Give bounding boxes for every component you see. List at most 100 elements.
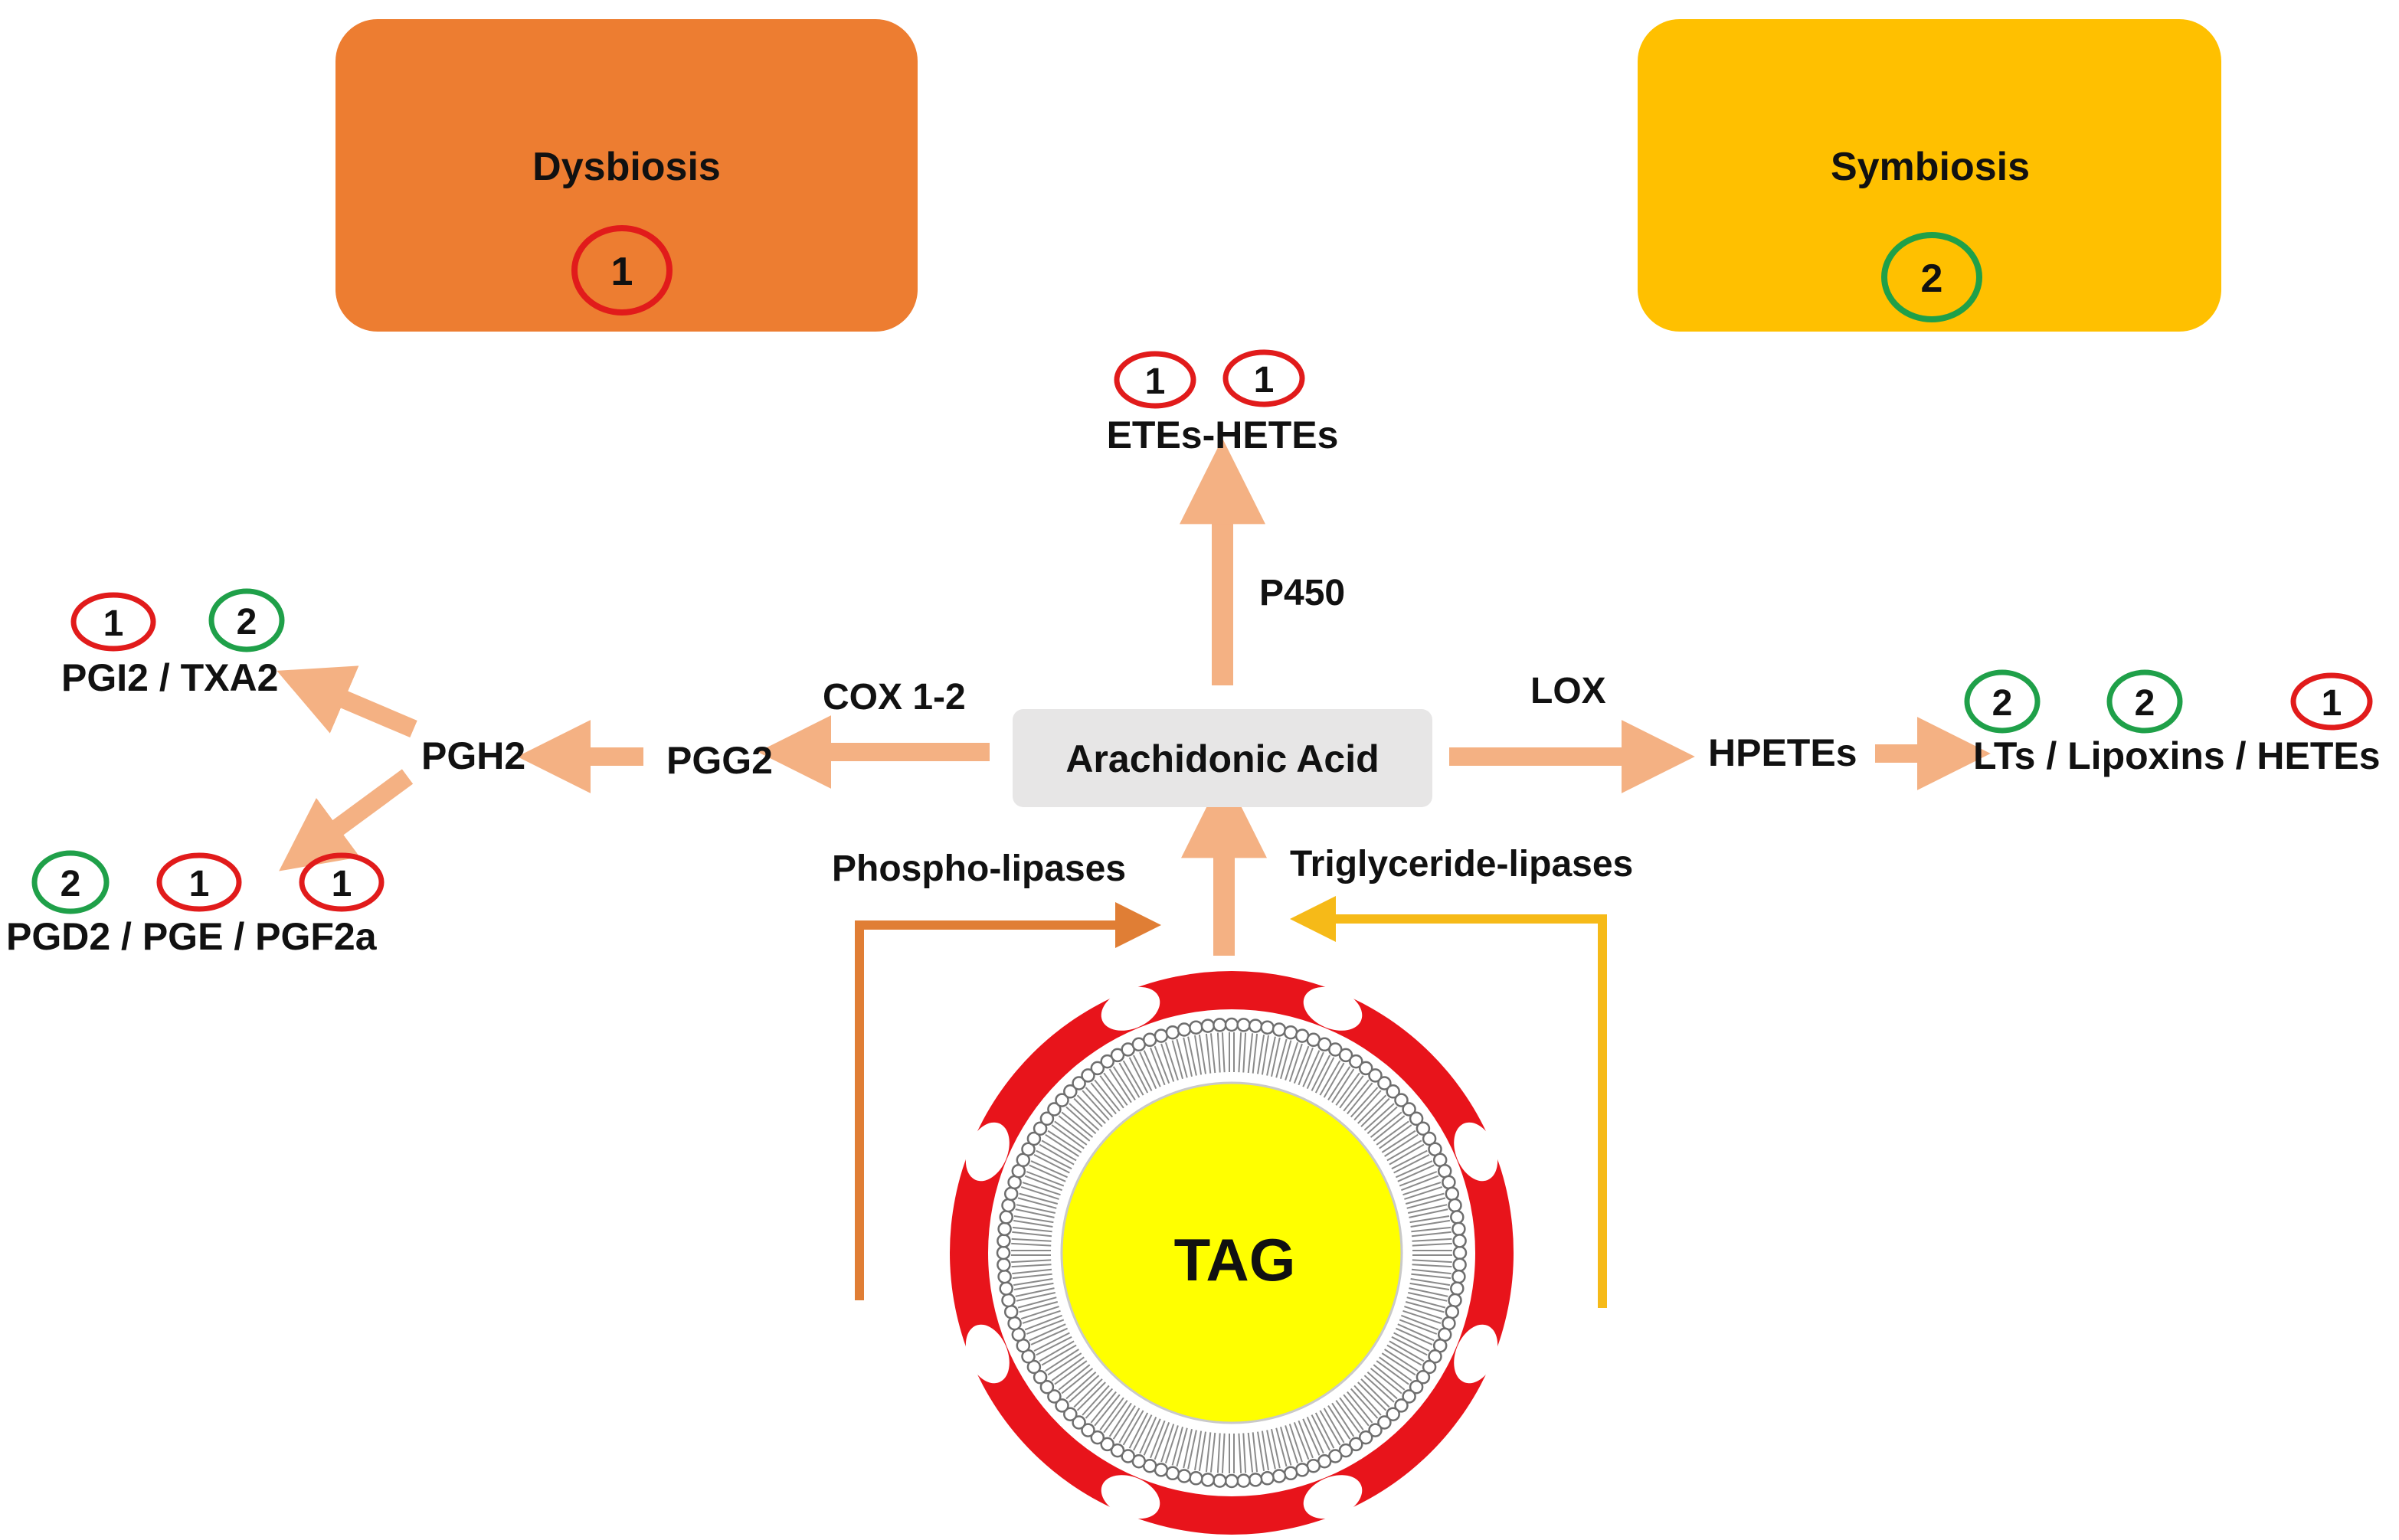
symbiosis-box-bg <box>1638 19 2221 332</box>
badge-ring <box>299 852 385 912</box>
badge-ring <box>1222 349 1305 407</box>
lipid-tail <box>1261 1035 1269 1075</box>
lipid-head <box>1033 1370 1048 1385</box>
lipid-tail <box>1054 1360 1088 1385</box>
lipid-tail <box>1261 1430 1269 1471</box>
lipid-tail <box>1238 1433 1242 1473</box>
lipid-tail <box>1143 1050 1161 1087</box>
lipid-head <box>1021 1142 1036 1156</box>
lipid-tail <box>1257 1034 1265 1074</box>
lipid-head <box>1047 1102 1062 1117</box>
badge-number: 2 <box>237 602 257 642</box>
lipid-tail <box>1399 1319 1438 1335</box>
lipid-tail <box>1029 1323 1066 1342</box>
lipid-tail <box>1391 1336 1428 1356</box>
lipid-tail <box>1051 1356 1085 1381</box>
lipid-tail <box>1085 1388 1114 1419</box>
lipid-tail <box>1373 1364 1406 1391</box>
lipid-tail <box>1353 1090 1382 1121</box>
lipid-head <box>1003 1304 1019 1319</box>
lipid-tail <box>1389 1143 1425 1166</box>
lipid-tail <box>1041 1139 1077 1162</box>
lipid-tail <box>1045 1349 1079 1372</box>
lipid-head <box>1072 1415 1086 1430</box>
lipid-tail <box>1022 1309 1061 1324</box>
lipid-tail <box>1016 1292 1056 1302</box>
lipid-tail <box>1033 1332 1070 1352</box>
lipid-tail <box>1275 1038 1288 1078</box>
lipid-tail <box>1012 1231 1052 1238</box>
badge-ring <box>1114 351 1196 409</box>
lipid-head <box>1248 1473 1263 1487</box>
lipid-tail <box>1108 1402 1132 1437</box>
lipid-tail <box>1402 1309 1442 1324</box>
lipid-tail <box>1409 1215 1450 1224</box>
lipid-tail <box>1013 1278 1053 1287</box>
lipid-head <box>1452 1245 1468 1260</box>
lipid-tail <box>1357 1094 1387 1124</box>
lipid-tail <box>1183 1037 1193 1077</box>
membrane-gap <box>1454 1122 1498 1182</box>
lipid-head <box>1260 1020 1275 1035</box>
lipid-tail <box>1298 1047 1314 1086</box>
lipid-head <box>1026 1131 1042 1146</box>
lipid-head <box>1039 1111 1055 1126</box>
arachidonic-acid-box <box>1013 709 1432 807</box>
lipid-tail <box>1327 1405 1351 1440</box>
membrane-gap <box>1303 986 1363 1031</box>
lipid-tail <box>1285 1041 1299 1081</box>
lipid-tail <box>1012 1273 1052 1280</box>
lipid-head <box>1090 1061 1105 1076</box>
lipid-head <box>1090 1430 1105 1445</box>
lipid-tail <box>1395 1160 1433 1179</box>
lipid-head <box>1047 1389 1062 1404</box>
lipid-tail <box>1242 1433 1247 1473</box>
lipid-head <box>1001 1293 1016 1308</box>
lipid-tail <box>1015 1208 1055 1218</box>
arachidonic-acid-node: Arachidonic Acid <box>1013 709 1432 807</box>
lipid-tail <box>1373 1115 1406 1142</box>
lipid-tail <box>1285 1425 1299 1464</box>
lipid-tail <box>1242 1032 1247 1073</box>
lipid-head <box>1110 1048 1125 1063</box>
symbiosis-box: Symbiosis 2 <box>1638 19 2221 332</box>
badge-ring <box>70 592 156 652</box>
lipid-tail <box>1266 1430 1276 1470</box>
lipid-head <box>1428 1349 1442 1364</box>
lipid-tail <box>1013 1219 1053 1228</box>
badge-number: 1 <box>1254 360 1275 401</box>
membrane-gap <box>1101 1475 1160 1519</box>
lipid-tail <box>1327 1066 1351 1100</box>
lipid-head <box>1328 1042 1343 1057</box>
lipid-tail <box>1099 1075 1124 1109</box>
lipid-tail <box>1298 1420 1314 1459</box>
lipid-head <box>1177 1469 1192 1483</box>
lipid-head <box>1189 1020 1203 1035</box>
lipid-head <box>1055 1398 1069 1413</box>
lipid-tail <box>1085 1087 1114 1118</box>
lipid-tail <box>1386 1344 1422 1366</box>
lipid-tail <box>1061 1368 1094 1395</box>
lipid-head <box>997 1221 1012 1237</box>
lipid-tail <box>1302 1418 1321 1456</box>
lipid-tail <box>1216 1433 1221 1473</box>
metabolite-pgd2-pge-pgf2a: PGD2 / PGE / PGF2a <box>6 915 378 958</box>
lipid-head <box>1402 1389 1416 1404</box>
lipid-tail <box>1409 1282 1450 1290</box>
lipid-tail <box>1280 1426 1292 1466</box>
lipid-head <box>1338 1048 1353 1063</box>
lipid-tail <box>1164 1425 1179 1464</box>
lipid-tail <box>1314 1057 1335 1094</box>
lipid-tail <box>1122 1410 1144 1446</box>
badge-number: 2 <box>61 864 81 904</box>
metabolite-pgh2: PGH2 <box>421 734 525 777</box>
dysbiosis-box-bg <box>335 19 918 332</box>
lipid-tail <box>1271 1037 1281 1077</box>
lipid-tail <box>1054 1120 1088 1146</box>
lipid-head <box>1394 1093 1409 1107</box>
lipid-tail <box>1350 1388 1379 1419</box>
lipid-head <box>1368 1423 1383 1437</box>
lts-badges: 2 2 1 <box>1964 669 2373 734</box>
lipid-tail <box>1090 1391 1117 1424</box>
arrow-phospho-lipases <box>855 902 1161 1300</box>
